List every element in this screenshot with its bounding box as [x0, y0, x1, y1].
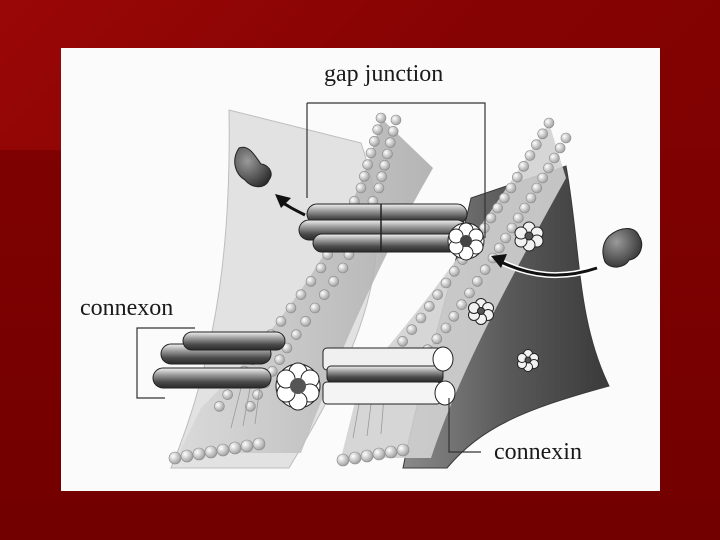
- lipid-head: [375, 112, 387, 124]
- lipid-head: [369, 136, 380, 147]
- lipid-head: [513, 212, 524, 224]
- gap-junction-label: gap junction: [324, 61, 444, 87]
- lipid-head: [365, 147, 377, 159]
- lipid-head: [274, 354, 285, 365]
- lipid-head: [309, 302, 321, 314]
- connexon-pore-upper: [447, 222, 485, 261]
- lipid-head: [525, 192, 537, 204]
- lipid-head: [387, 126, 399, 137]
- lipid-head: [537, 172, 548, 184]
- lipid-head: [472, 276, 483, 287]
- lipid-head: [449, 266, 460, 277]
- connexon-rosette: [468, 298, 494, 325]
- lipid-head: [456, 299, 467, 310]
- lipid-head: [379, 160, 390, 171]
- connexin-leader: [448, 398, 481, 453]
- lipid-head: [543, 117, 555, 129]
- lipid-head: [448, 311, 460, 322]
- lipid-head: [524, 150, 536, 161]
- lipid-head: [222, 389, 233, 400]
- lipid-head: [295, 289, 307, 300]
- gap-junction-illustration: [136, 102, 643, 469]
- lipid-head: [373, 182, 385, 194]
- connexon-bracket: [136, 327, 195, 399]
- lipid-head: [390, 114, 402, 126]
- lipid-head: [372, 124, 383, 135]
- lipid-head: [479, 222, 490, 234]
- lipid-head: [382, 148, 393, 160]
- lipid-head: [440, 322, 452, 334]
- lipid-head: [385, 137, 396, 148]
- lipid-head: [543, 162, 554, 174]
- lipid-head: [214, 401, 225, 412]
- lipid-head: [424, 301, 435, 312]
- connexon-lower-left: [152, 331, 286, 389]
- lipid-head: [432, 289, 443, 300]
- lipid-head: [485, 212, 497, 224]
- lipid-head: [505, 182, 517, 194]
- connexon-pore-lower: [275, 362, 321, 411]
- connexon-rosette: [514, 221, 544, 252]
- connexon-label: connexon: [80, 295, 174, 321]
- lipid-head: [359, 171, 370, 182]
- lipid-head: [245, 401, 256, 412]
- lipid-head: [440, 277, 452, 289]
- lipid-head: [560, 132, 572, 144]
- lipid-head: [431, 333, 443, 345]
- lipid-head: [499, 192, 510, 204]
- lipid-head: [275, 316, 287, 327]
- lipid-head: [362, 159, 373, 170]
- lipid-head: [397, 336, 408, 347]
- molecule-left: [234, 146, 272, 188]
- lipid-head: [285, 302, 297, 314]
- connexon-rosette: [517, 349, 539, 372]
- lipid-head: [319, 289, 330, 300]
- lipid-heads-bottom: [168, 437, 410, 467]
- lipid-head: [337, 262, 349, 274]
- lipid-head: [537, 128, 548, 140]
- lipid-head: [315, 262, 327, 274]
- lipid-head: [355, 182, 367, 194]
- lipid-head: [252, 389, 263, 400]
- lipid-head: [376, 171, 388, 182]
- lipid-head: [531, 139, 542, 150]
- lipid-head: [305, 276, 317, 287]
- lipid-head: [415, 312, 427, 324]
- lipid-head: [328, 276, 339, 287]
- gap-junction-channel: [298, 203, 474, 253]
- lipid-head: [519, 202, 530, 214]
- connexin-label: connexin: [494, 439, 582, 465]
- lipid-head: [494, 242, 505, 254]
- lipid-head: [500, 232, 511, 244]
- lipid-head: [531, 182, 543, 194]
- lipid-head: [518, 161, 529, 172]
- lipid-head: [406, 324, 418, 335]
- molecule-right: [602, 228, 643, 268]
- flow-arrow-in: [491, 254, 598, 279]
- lipid-head: [492, 202, 503, 214]
- flow-arrow-out: [275, 194, 306, 217]
- connexin-cylinders: [322, 346, 456, 406]
- lipid-head: [479, 264, 491, 275]
- lipid-head: [512, 171, 523, 183]
- lipid-head: [300, 316, 311, 327]
- gap-junction-bracket: [307, 102, 486, 238]
- lipid-head: [554, 142, 566, 154]
- lipid-head: [549, 152, 560, 164]
- figure-panel: gap junction connexon connexin: [61, 48, 660, 491]
- lipid-head: [291, 329, 302, 340]
- lipid-head: [464, 287, 475, 299]
